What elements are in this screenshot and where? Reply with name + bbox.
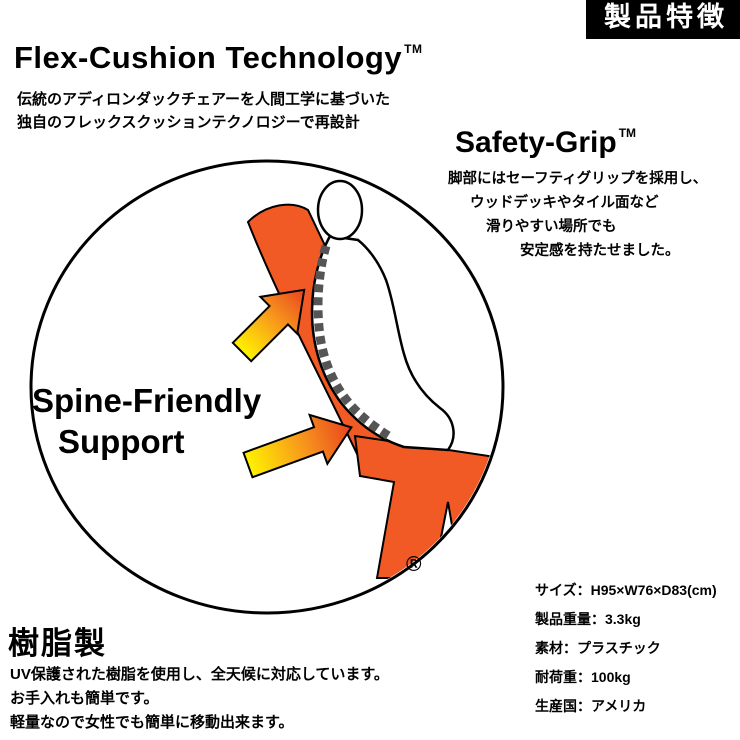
product-circle-background — [31, 161, 503, 613]
registered-trademark: ® — [406, 553, 422, 576]
spec-line-size: サイズ：H95×W76×D83(cm) — [535, 582, 717, 598]
spine-friendly-line2: Support — [58, 423, 185, 460]
text-line: 独自のフレックスクッションテクノロジーで再設計 — [17, 114, 360, 131]
resin-description: UV保護された樹脂を使用し、全天候に対応しています。 お手入れも簡単です。 軽量… — [10, 663, 389, 735]
spec-line-origin: 生産国：アメリカ — [535, 698, 647, 714]
trademark-symbol: TM — [618, 126, 637, 140]
text-line: 軽量なので女性でも簡単に移動出来ます。 — [10, 714, 294, 731]
product-circle-outline — [29, 159, 505, 615]
product-features-badge: 製品特徴 — [586, 0, 740, 39]
text-line: 脚部にはセーフティグリップを採用し、 — [448, 171, 708, 187]
flex-cushion-title-text: Flex-Cushion Technology — [14, 40, 403, 75]
spec-list: サイズ：H95×W76×D83(cm) 製品重量：3.3kg 素材：プラスチック… — [535, 576, 717, 721]
text-line: 滑りやすい場所でも — [486, 219, 617, 235]
spec-line-weight: 製品重量：3.3kg — [535, 611, 641, 627]
spine-friendly-label: Spine-Friendly Support — [32, 380, 261, 462]
text-line: 安定感を持たせました。 — [520, 243, 680, 259]
spine-illustration — [313, 244, 395, 442]
arrow-icon-upper — [231, 288, 306, 363]
safety-grip-title-text: Safety-Grip — [455, 126, 617, 159]
chair-illustration — [29, 159, 505, 615]
flex-cushion-description: 伝統のアディロンダックチェアーを人間工学に基づいた 独自のフレックスクッションテ… — [17, 88, 390, 134]
text-line: 伝統のアディロンダックチェアーを人間工学に基づいた — [17, 91, 391, 108]
safety-grip-description: 脚部にはセーフティグリップを採用し、 ウッドデッキやタイル面など 滑りやすい場所… — [448, 167, 707, 263]
text-line: ウッドデッキやタイル面など — [470, 195, 659, 211]
text-line: UV保護された樹脂を使用し、全天候に対応しています。 — [10, 666, 389, 683]
arrow-icon-lower — [242, 413, 353, 479]
spec-line-load: 耐荷重：100kg — [535, 669, 631, 685]
spine-friendly-line1: Spine-Friendly — [32, 382, 262, 419]
person-head — [316, 179, 364, 241]
text-line: お手入れも簡単です。 — [10, 690, 159, 707]
spec-line-material: 素材：プラスチック — [535, 640, 661, 656]
resin-title: 樹脂製 — [8, 626, 107, 661]
trademark-symbol: TM — [404, 41, 423, 56]
